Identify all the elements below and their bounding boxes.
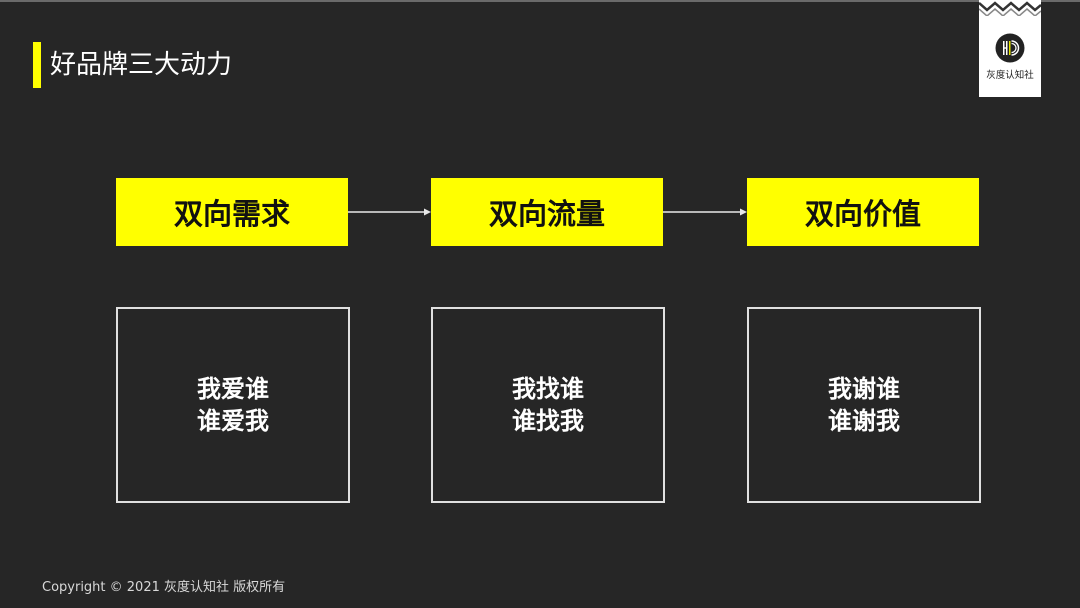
description-line: 谁爱我: [197, 407, 269, 435]
arrow-right-icon: [663, 208, 747, 216]
description-box-value: 我谢谁 谁谢我: [747, 307, 981, 503]
step-label: 双向需求: [173, 197, 290, 231]
description-box-demand: 我爱谁 谁爱我: [116, 307, 350, 503]
step-box-demand: 双向需求: [116, 178, 348, 246]
description-line: 我爱谁: [197, 375, 269, 403]
description-line: 我谢谁: [828, 375, 900, 403]
description-line: 我找谁: [512, 375, 584, 403]
step-box-traffic: 双向流量: [431, 178, 663, 246]
brand-logo: 灰度认知社: [979, 0, 1041, 97]
hd-logo-icon: [995, 33, 1025, 63]
top-border-line: [0, 0, 1080, 2]
copyright-footer: Copyright © 2021 灰度认知社 版权所有: [42, 580, 286, 595]
description-box-traffic: 我找谁 谁找我: [431, 307, 665, 503]
logo-name: 灰度认知社: [986, 70, 1034, 81]
step-label: 双向价值: [804, 197, 921, 231]
arrow-right-icon: [348, 208, 431, 216]
description-line: 谁找我: [512, 407, 584, 435]
step-box-value: 双向价值: [747, 178, 979, 246]
zigzag-pattern-icon: [979, 0, 1041, 16]
title-accent-bar: [33, 42, 41, 88]
step-label: 双向流量: [488, 197, 605, 231]
description-line: 谁谢我: [828, 407, 900, 435]
page-title: 好品牌三大动力: [50, 50, 233, 80]
